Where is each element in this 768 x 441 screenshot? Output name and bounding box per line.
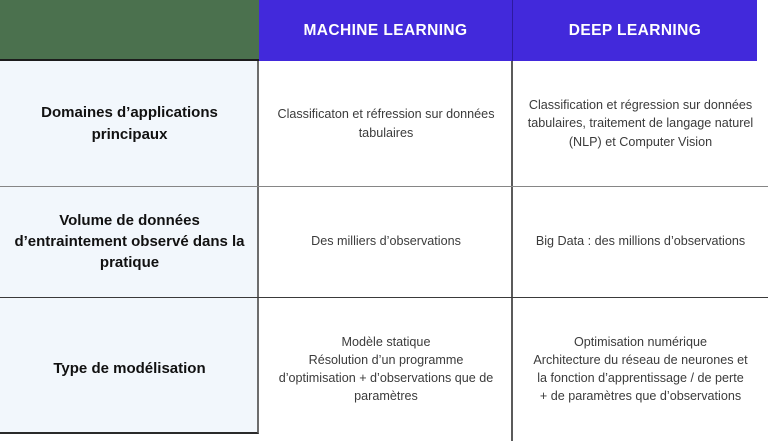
row-label-domaines-applications: Domaines d’applications principaux bbox=[41, 104, 218, 143]
cell-machine-learning-type: Modèle statique Résolution d’un programm… bbox=[259, 297, 513, 441]
table-header-row: MACHINE LEARNING DEEP LEARNING bbox=[0, 0, 768, 61]
cell-deep-learning-type: Optimisation numérique Architecture du r… bbox=[513, 297, 768, 441]
cell-deep-learning-volume: Big Data : des millions d’observations bbox=[513, 186, 768, 297]
row-label-volume-donnees: Volume de données d’entraintement observ… bbox=[14, 211, 245, 272]
table-header-corner-cell bbox=[0, 0, 259, 61]
table-row: Type de modélisation bbox=[0, 297, 259, 441]
cell-text: Optimisation numérique Architecture du r… bbox=[533, 334, 748, 404]
cell-text: Modèle statique Résolution d’un programm… bbox=[278, 334, 494, 404]
row-divider-1 bbox=[0, 186, 768, 187]
table-body: Domaines d’applications principaux Class… bbox=[0, 61, 768, 441]
table-row: Volume de données d’entraintement observ… bbox=[0, 186, 259, 297]
cell-machine-learning-domaines: Classificaton et réfression sur données … bbox=[259, 61, 513, 186]
cell-text: Big Data : des millions d’observations bbox=[535, 234, 746, 249]
machine-learning-column-background bbox=[259, 61, 513, 441]
table-header-machine-learning-label: MACHINE LEARNING bbox=[303, 21, 468, 39]
cell-deep-learning-domaines: Classification et régression sur données… bbox=[513, 61, 768, 186]
row-label-type-modelisation: Type de modélisation bbox=[53, 360, 206, 378]
cell-text: Classification et régression sur données… bbox=[527, 98, 754, 149]
cell-text: Classificaton et réfression sur données … bbox=[277, 107, 495, 140]
label-column-background bbox=[0, 61, 259, 434]
table-row: Domaines d’applications principaux bbox=[0, 61, 259, 186]
cell-text: Des milliers d’observations bbox=[311, 234, 461, 249]
cell-machine-learning-volume: Des milliers d’observations bbox=[259, 186, 513, 297]
deep-learning-column-background bbox=[513, 61, 768, 441]
table-header-deep-learning: DEEP LEARNING bbox=[513, 0, 757, 61]
table-header-machine-learning: MACHINE LEARNING bbox=[259, 0, 513, 61]
row-divider-2 bbox=[0, 297, 768, 298]
table-header-deep-learning-label: DEEP LEARNING bbox=[568, 21, 702, 39]
